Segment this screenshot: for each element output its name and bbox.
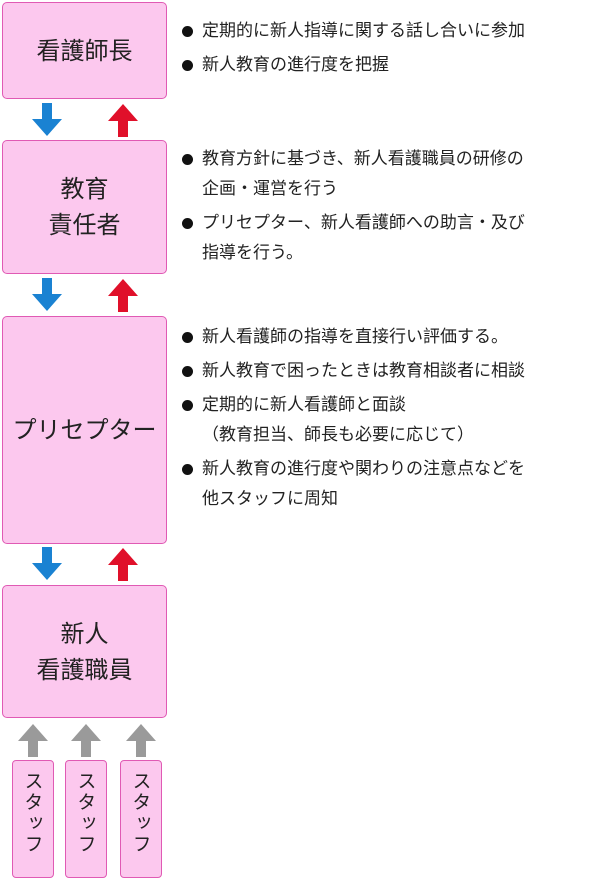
role-box-education-manager: 教育 責任者 <box>2 140 167 274</box>
duty-line: （教育担当、師長も必要に応じて） <box>202 425 474 445</box>
head-nurse-duties: 定期的に新人指導に関する話し合いに参加 新人教育の進行度を把握 <box>182 16 597 84</box>
up-arrow-icon <box>108 104 138 137</box>
staff-up-arrow-icon <box>126 724 156 757</box>
duty-item: 新人教育の進行度を把握 <box>182 50 597 80</box>
duty-item: 新人看護師の指導を直接行い評価する。 <box>182 322 597 352</box>
duty-line: 企画・運営を行う <box>202 179 338 199</box>
preceptor-duties: 新人看護師の指導を直接行い評価する。 新人教育で困ったときは教育相談者に相談 定… <box>182 322 597 518</box>
staff-label: スタッフ <box>21 771 44 855</box>
role-label-line: プリセプター <box>12 416 157 444</box>
duty-line: 定期的に新人指導に関する話し合いに参加 <box>202 21 525 41</box>
staff-up-arrow-icon <box>18 724 48 757</box>
role-box-new-nurse: 新人 看護職員 <box>2 585 167 718</box>
role-label-line: 新人 <box>60 619 109 648</box>
role-box-preceptor: プリセプター <box>2 316 167 544</box>
education-manager-duties: 教育方針に基づき、新人看護職員の研修の 企画・運営を行う プリセプター、新人看護… <box>182 144 597 272</box>
role-label-line: 責任者 <box>48 211 121 239</box>
duty-line: 指導を行う。 <box>202 243 303 263</box>
duty-item: プリセプター、新人看護師への助言・及び 指導を行う。 <box>182 208 597 268</box>
duty-item: 定期的に新人指導に関する話し合いに参加 <box>182 16 597 46</box>
duty-line: 他スタッフに周知 <box>202 489 338 509</box>
down-arrow-icon <box>32 547 62 580</box>
up-arrow-icon <box>108 548 138 581</box>
duty-line: 新人教育の進行度を把握 <box>202 55 389 75</box>
duty-item: 新人教育の進行度や関わりの注意点などを 他スタッフに周知 <box>182 454 597 514</box>
down-arrow-icon <box>32 278 62 311</box>
down-arrow-icon <box>32 103 62 136</box>
staff-up-arrow-icon <box>71 724 101 757</box>
staff-label: スタッフ <box>129 771 152 855</box>
duty-line: 定期的に新人看護師と面談 <box>202 395 406 415</box>
duty-line: 新人教育で困ったときは教育相談者に相談 <box>202 361 525 381</box>
staff-box: スタッフ <box>65 760 107 878</box>
duty-line: プリセプター、新人看護師への助言・及び <box>202 213 525 233</box>
role-label-line: 教育 <box>60 175 109 203</box>
duty-line: 新人看護師の指導を直接行い評価する。 <box>202 327 508 347</box>
staff-box: スタッフ <box>120 760 162 878</box>
staff-box: スタッフ <box>12 760 54 878</box>
duty-item: 定期的に新人看護師と面談 （教育担当、師長も必要に応じて） <box>182 390 597 450</box>
duty-line: 教育方針に基づき、新人看護職員の研修の <box>202 149 524 169</box>
role-box-head-nurse: 看護師長 <box>2 2 167 99</box>
role-label-line: 看護職員 <box>36 655 133 684</box>
staff-label: スタッフ <box>74 771 97 855</box>
duty-item: 教育方針に基づき、新人看護職員の研修の 企画・運営を行う <box>182 144 597 204</box>
up-arrow-icon <box>108 279 138 312</box>
duty-line: 新人教育の進行度や関わりの注意点などを <box>202 459 525 479</box>
duty-item: 新人教育で困ったときは教育相談者に相談 <box>182 356 597 386</box>
role-label-line: 看護師長 <box>36 36 133 65</box>
